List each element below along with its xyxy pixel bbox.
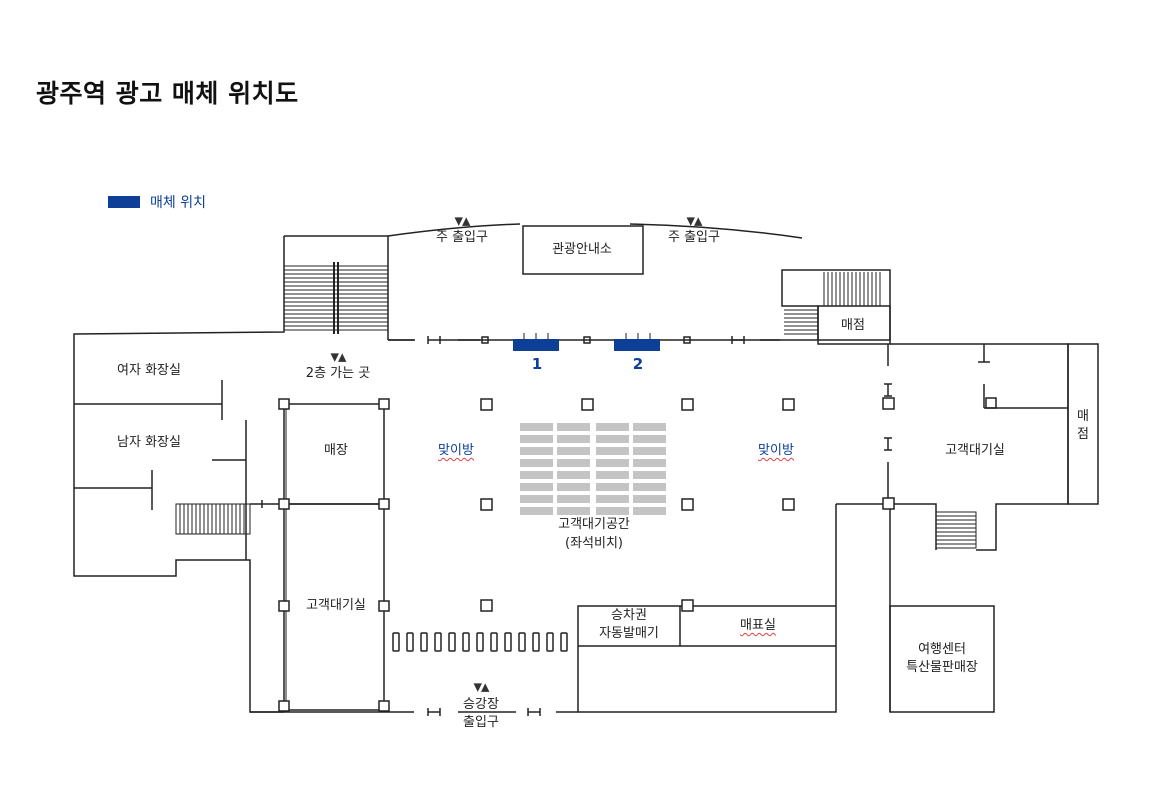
label-waiting-room-left: 고객대기실 bbox=[306, 598, 366, 614]
legend-swatch bbox=[108, 196, 140, 208]
ad-spot-number-2: 2 bbox=[632, 354, 644, 373]
label-platform-entrance-1: 승강장 bbox=[463, 697, 499, 713]
travel-center-box bbox=[889, 605, 995, 713]
second-floor-arrow: ▼▲ bbox=[330, 350, 347, 364]
label-women-restroom: 여자 화장실 bbox=[117, 363, 181, 379]
entrance-arrow-right: ▼▲ bbox=[686, 214, 703, 228]
label-tourist-info: 관광안내소 bbox=[552, 242, 612, 258]
ad-spot-number-1: 1 bbox=[531, 354, 543, 373]
label-men-restroom: 남자 화장실 bbox=[117, 435, 181, 451]
shop-top-right-box bbox=[817, 305, 891, 345]
page-title: 광주역 광고 매체 위치도 bbox=[36, 79, 299, 108]
label-waiting-area-sub: (좌석비치) bbox=[565, 536, 623, 552]
label-store-left: 매장 bbox=[324, 443, 348, 459]
platform-arrow: ▼▲ bbox=[473, 680, 490, 694]
seat-col-1 bbox=[520, 423, 553, 515]
legend-label: 매체 위치 bbox=[150, 195, 206, 211]
label-nursing-room-right: 맞이방 bbox=[758, 443, 794, 459]
label-main-entrance-left: 주 출입구 bbox=[436, 230, 488, 246]
ticket-gates bbox=[392, 632, 568, 652]
stair-hatch-top-right bbox=[784, 272, 881, 335]
facade-left-curve bbox=[387, 223, 521, 237]
ad-spot-markers bbox=[513, 333, 660, 351]
label-ticket-office: 매표실 bbox=[740, 618, 776, 634]
left-stair-outline bbox=[73, 235, 389, 713]
seat-grid bbox=[520, 423, 666, 515]
label-platform-entrance-2: 출입구 bbox=[463, 715, 499, 731]
seat-col-4 bbox=[633, 423, 666, 515]
stair-hatch-top-left bbox=[284, 262, 388, 334]
legend: 매체 위치 bbox=[108, 190, 206, 214]
seat-col-3 bbox=[596, 423, 629, 515]
label-main-entrance-right: 주 출입구 bbox=[668, 230, 720, 246]
facade-right-curve bbox=[629, 223, 803, 239]
stair-hatch-right-small bbox=[935, 511, 977, 549]
tourist-info-box bbox=[522, 225, 644, 275]
seat-col-2 bbox=[557, 423, 590, 515]
label-waiting-room-right: 고객대기실 bbox=[945, 443, 1005, 459]
columns bbox=[278, 397, 895, 712]
label-travel-center-1: 여행센터 bbox=[918, 642, 966, 658]
label-nursing-room-left: 맞이방 bbox=[438, 443, 474, 459]
ad-spot-1 bbox=[513, 333, 559, 351]
label-shop-right-vertical: 매점 bbox=[1077, 408, 1089, 442]
stair-hatch-left-small bbox=[175, 503, 251, 535]
ad-spot-2 bbox=[614, 333, 660, 351]
label-shop-top-right: 매점 bbox=[841, 318, 865, 334]
entrance-arrow-left: ▼▲ bbox=[454, 214, 471, 228]
label-ticket-machine-2: 자동발매기 bbox=[599, 626, 659, 642]
label-waiting-area: 고객대기공간 bbox=[558, 517, 630, 533]
label-travel-center-2: 특산물판매장 bbox=[906, 660, 978, 676]
shop-right-vertical-box bbox=[1067, 343, 1099, 505]
label-to-second-floor: 2층 가는 곳 bbox=[305, 366, 371, 382]
label-ticket-machine-1: 승차권 bbox=[611, 608, 647, 624]
